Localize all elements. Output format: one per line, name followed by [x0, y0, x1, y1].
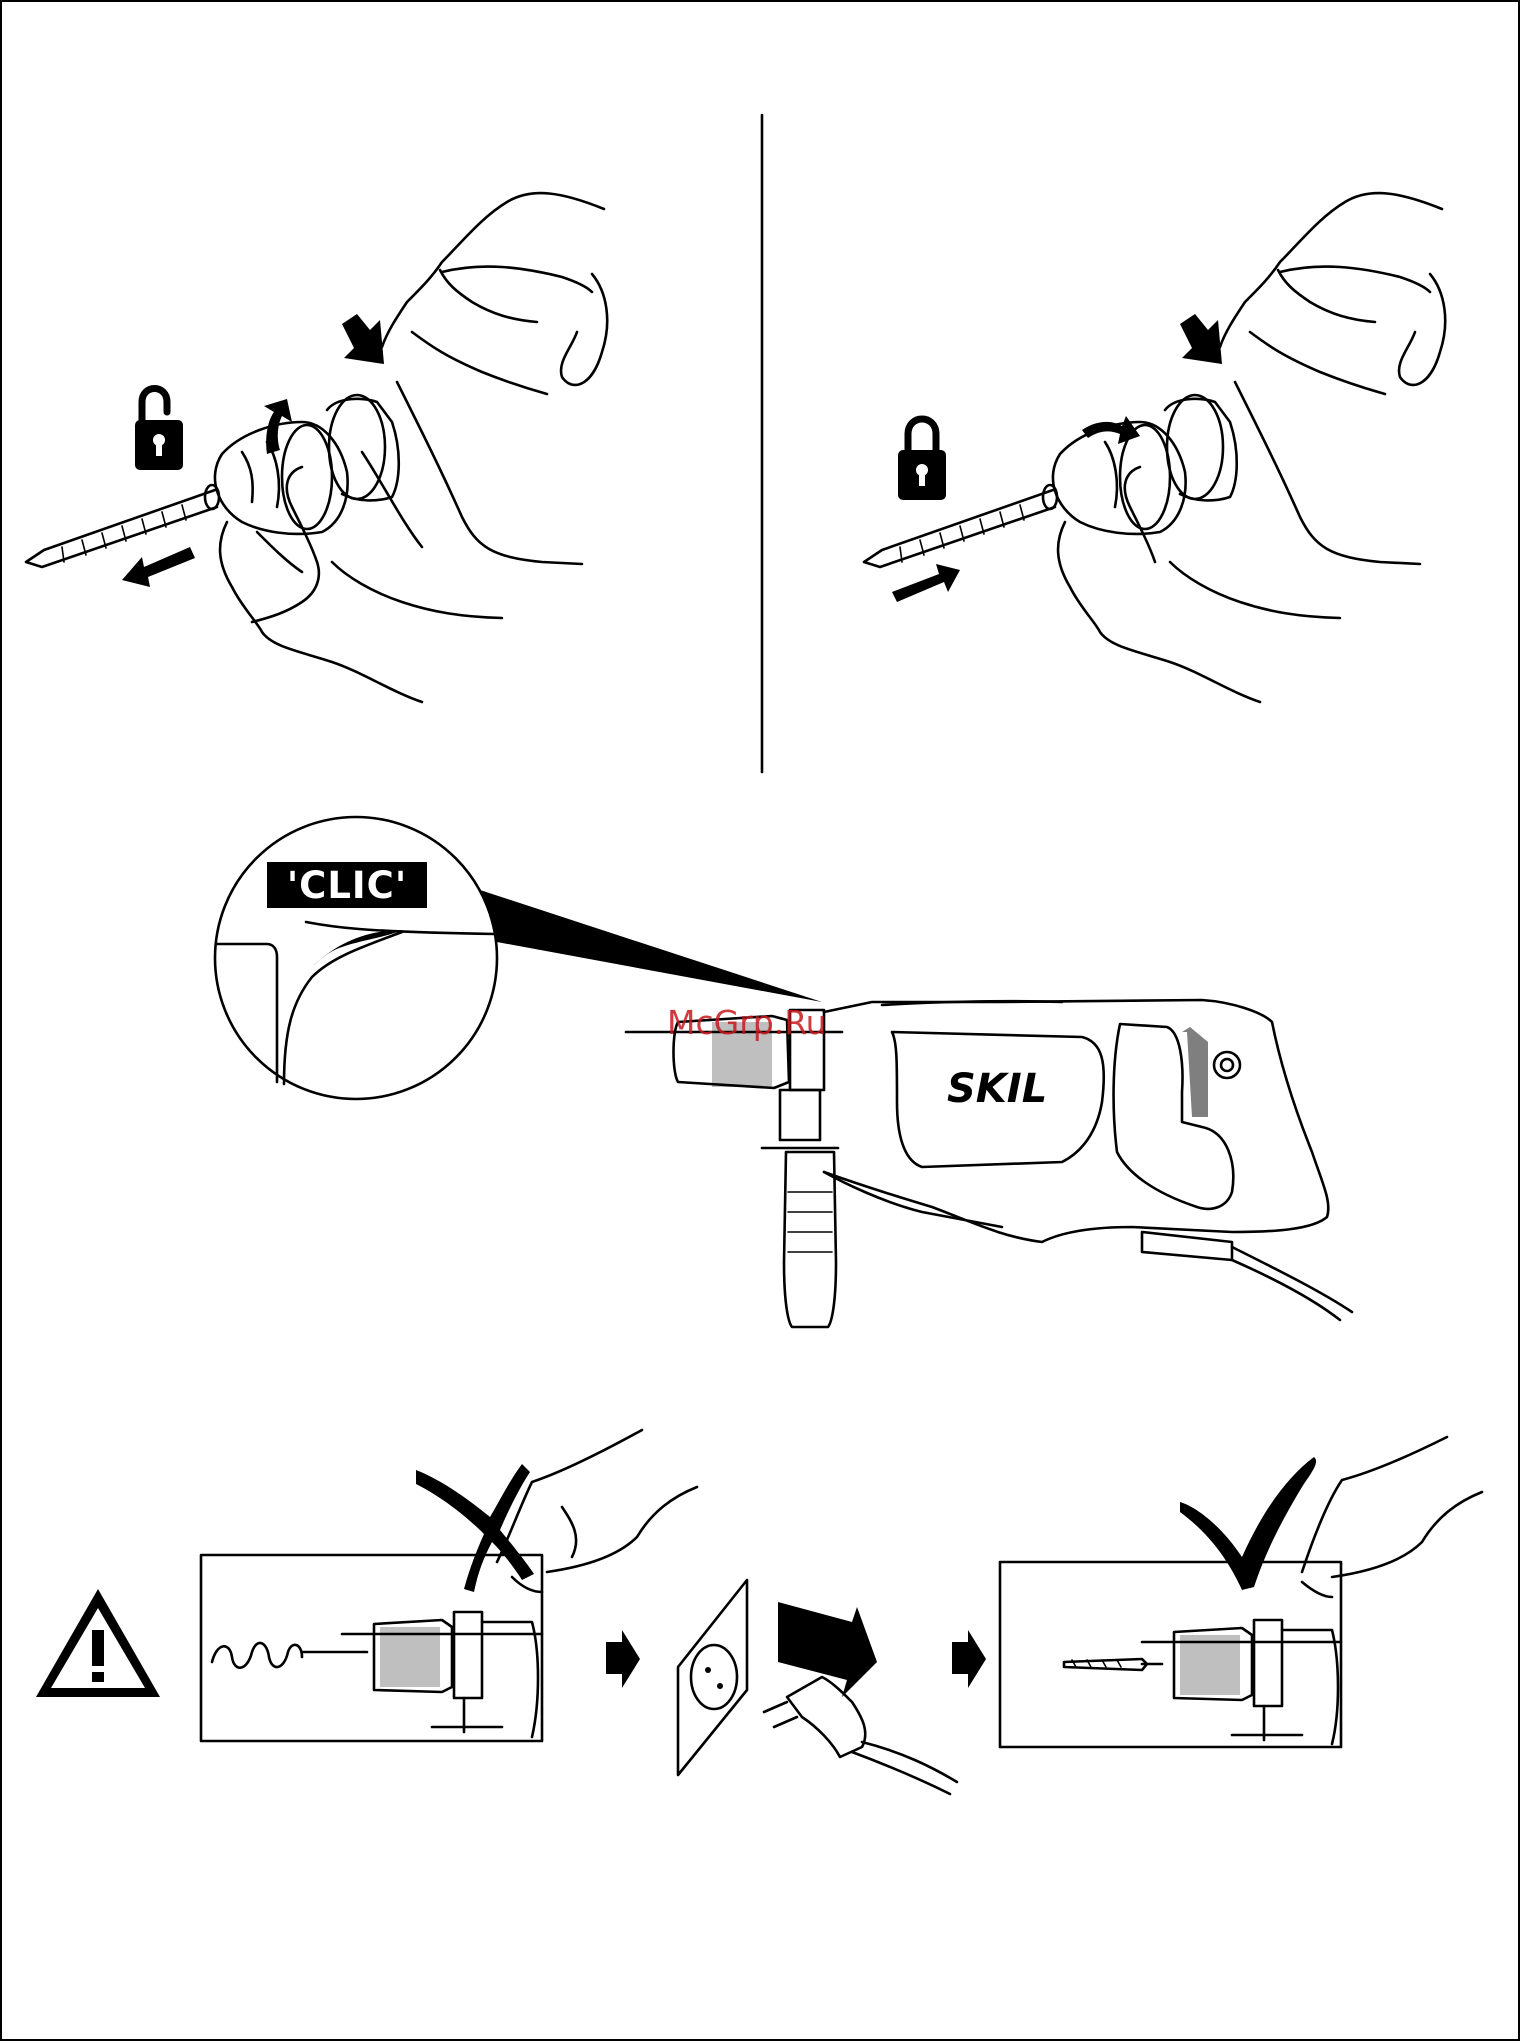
panel-clic: 'CLIC' SKIL McGrp.Ru: [215, 817, 1352, 1327]
skil-logo: SKIL: [947, 1066, 1047, 1112]
callout-pointer: [470, 890, 822, 1002]
push-arrow-right: [892, 564, 960, 602]
power-plug: [764, 1677, 957, 1794]
hand-upper-left: [362, 193, 607, 564]
drill-chuck-right: [1053, 395, 1237, 534]
panel-insert-bit: [864, 193, 1445, 702]
right-usage-frame: [1000, 1437, 1482, 1747]
padlock-closed-icon: [898, 419, 946, 500]
warning-triangle-icon: [36, 1589, 160, 1697]
pull-arrow-left: [122, 547, 195, 587]
hand-lower-left: [220, 467, 502, 702]
step-arrow-2: [952, 1630, 986, 1688]
clic-callout: 'CLIC': [215, 817, 497, 1099]
watermark: McGrp.Ru: [667, 1003, 827, 1042]
panel-remove-bit: [26, 193, 607, 702]
rotate-arrow-right: [1082, 416, 1140, 444]
panel-safety: [36, 1430, 1482, 1794]
drill-side-view: SKIL McGrp.Ru: [626, 1000, 1352, 1327]
wall-socket: [678, 1580, 747, 1775]
press-arrow-left: [342, 314, 384, 364]
wrong-usage-frame: [201, 1430, 697, 1741]
cross-mark-icon: [416, 1464, 534, 1592]
step-arrow-1: [606, 1630, 640, 1688]
clic-label: 'CLIC': [287, 864, 407, 907]
hand-lower-right: [1058, 467, 1340, 702]
press-arrow-right: [1180, 314, 1222, 364]
hand-upper-right: [1220, 193, 1445, 564]
padlock-open-icon: [135, 389, 183, 471]
drill-bit-right: [864, 485, 1057, 567]
check-mark-icon: [1180, 1457, 1316, 1590]
unplug-arrow: [778, 1602, 877, 1697]
